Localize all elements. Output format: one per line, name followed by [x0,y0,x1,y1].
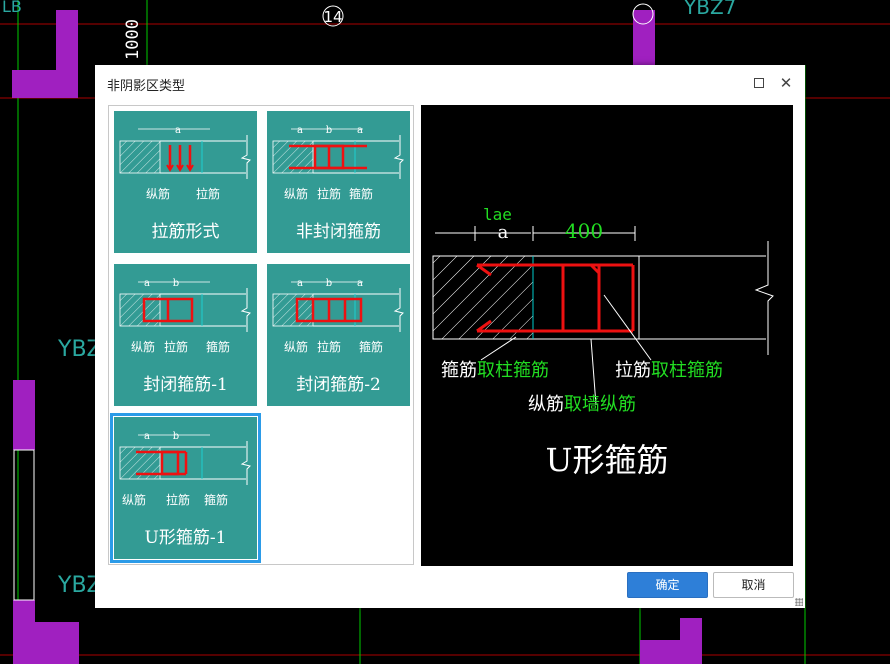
tile-dim-label: a [175,125,181,136]
column-label-3: YBZ7 [683,0,736,19]
tile-label: 封闭箍筋-2 [296,375,381,395]
tile-sub-label: 拉筋 [166,493,191,507]
tile-dim-label: a [297,278,303,289]
tile-dim-label: a [297,125,303,136]
tile-sub-label: 拉筋 [164,340,189,354]
tile-label: 非封闭箍筋 [296,222,381,242]
preview-dim-a: a [498,222,509,243]
tile-dim-label: a [144,278,150,289]
tile-label: U形箍筋-1 [144,528,227,548]
tile-sub-label: 拉筋 [317,340,342,354]
dialog-title: 非阴影区类型 [107,79,186,94]
dimension-text: 1000 [123,19,143,60]
corner-label: LB [2,0,22,16]
preview-label-right: 拉筋取柱箍筋 [615,360,723,381]
tile-label: 拉筋形式 [151,222,220,242]
preview-title: U形箍筋 [545,441,669,479]
axis-label: 14 [323,8,342,26]
tile-sub-label: 纵筋 [122,493,147,507]
tile-diagram: a [119,125,251,179]
preview-label-bottom: 纵筋取墙纵筋 [528,394,636,415]
type-tile-tie-bar[interactable]: a 纵筋 拉筋拉筋形式 [114,111,257,253]
tile-sub-label: 箍筋 [359,340,384,354]
tile-sub-label: 纵筋 [284,187,309,201]
tile-dim-label: a [357,278,363,289]
column-label-1: YBZ [57,337,102,362]
type-tile-closed-stirrup-2[interactable]: a b a 纵筋拉筋 箍筋封闭箍筋-2 [267,264,410,406]
preview-label-left: 箍筋取柱箍筋 [441,360,549,381]
tile-dim-label: b [326,278,332,289]
tile-dim-label: b [173,278,179,289]
tile-sub-label: 拉筋 [317,187,342,201]
tile-dim-label: a [144,431,150,442]
tile-dim-label: b [173,431,179,442]
tile-sub-label: 箍筋 [204,493,229,507]
tile-sub-label: 箍筋 [349,187,374,201]
ok-button[interactable]: 确定 [627,572,708,598]
column-label-2: YBZ [57,573,102,598]
preview-dim-400: 400 [565,219,603,243]
cancel-button[interactable]: 取消 [713,572,794,598]
preview-panel: lae a 400 箍筋取柱箍筋 拉筋取柱箍筋 纵筋取墙纵筋 U形箍筋 [421,105,793,566]
preview-drawing: lae a 400 [432,205,774,406]
close-icon[interactable]: ✕ [779,74,793,92]
resize-grip-icon[interactable] [795,598,803,606]
tile-sub-label: 箍筋 [206,340,231,354]
type-tile-open-stirrup[interactable]: a b a 纵筋拉筋箍筋非封闭箍筋 [267,111,410,253]
tile-dim-label: b [326,125,332,136]
tile-sub-label: 拉筋 [196,187,221,201]
tile-sub-label: 纵筋 [131,340,156,354]
lae-label: lae [483,205,512,224]
tile-dim-label: a [357,125,363,136]
tile-sub-label: 纵筋 [146,187,171,201]
maximize-icon[interactable] [749,73,769,93]
tile-label: 封闭箍筋-1 [143,375,228,395]
dialog-titlebar[interactable]: 非阴影区类型 ✕ [95,65,805,101]
tile-sub-label: 纵筋 [284,340,309,354]
